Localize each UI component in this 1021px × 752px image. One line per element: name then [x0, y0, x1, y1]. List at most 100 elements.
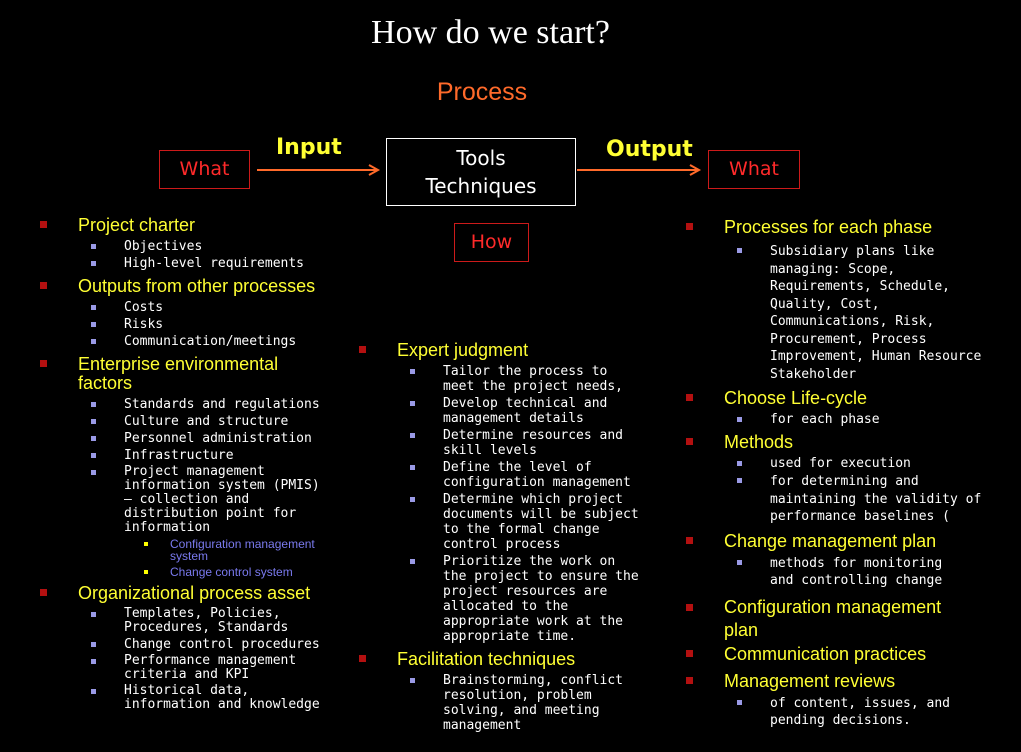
list-item-text: used for execution — [770, 456, 911, 471]
square-bullet-icon — [686, 603, 693, 611]
small-square-bullet-icon — [410, 433, 415, 438]
list-item: Change control system — [124, 566, 340, 578]
list-item: Infrastructure — [78, 448, 340, 463]
list-item-text: of content, issues, and pending decision… — [770, 695, 951, 729]
small-square-bullet-icon — [91, 339, 96, 344]
list-item: for determining and maintaining the vali… — [724, 473, 1006, 526]
techniques-label: Techniques — [425, 174, 537, 198]
list-item: Change management plan methods for monit… — [686, 531, 1006, 590]
list-item: Outputs from other processes Costs Risks… — [40, 277, 340, 349]
list-item-text: Costs — [124, 300, 164, 315]
list-item-text: Tailor the process to meet the project n… — [443, 364, 624, 394]
small-square-bullet-icon — [410, 465, 415, 470]
small-square-bullet-icon — [410, 369, 415, 374]
list-item-text: Subsidiary plans like managing: Scope, R… — [770, 244, 982, 382]
output-heading: Processes for each phase — [724, 217, 933, 237]
tiny-square-bullet-icon — [144, 570, 148, 574]
small-square-bullet-icon — [410, 559, 415, 564]
list-item-text: Risks — [124, 317, 164, 332]
small-square-bullet-icon — [410, 497, 415, 502]
small-square-bullet-icon — [91, 642, 96, 647]
tool-heading: Expert judgment — [397, 340, 529, 360]
list-item: Objectives — [78, 239, 340, 254]
small-square-bullet-icon — [737, 478, 742, 483]
list-item: Subsidiary plans like managing: Scope, R… — [724, 243, 1006, 383]
what-output-box: What — [708, 150, 800, 189]
list-item: Historical data, information and knowled… — [78, 684, 340, 712]
small-square-bullet-icon — [410, 678, 415, 683]
square-bullet-icon — [40, 589, 47, 596]
square-bullet-icon — [40, 282, 47, 289]
small-square-bullet-icon — [91, 612, 96, 617]
list-item-text: Infrastructure — [124, 448, 234, 463]
small-square-bullet-icon — [737, 417, 742, 422]
list-item: Project management information system (P… — [78, 465, 340, 578]
input-heading: Organizational process asset — [78, 583, 311, 603]
small-square-bullet-icon — [410, 401, 415, 406]
list-item-text: for determining and maintaining the vali… — [770, 474, 982, 524]
list-item: High-level requirements — [78, 256, 340, 271]
how-box: How — [454, 223, 529, 262]
list-item-text: Brainstorming, conflict resolution, prob… — [443, 673, 624, 733]
square-bullet-icon — [686, 676, 693, 684]
output-label: Output — [606, 137, 693, 162]
small-square-bullet-icon — [737, 699, 742, 705]
list-item: Configuration management plan — [686, 596, 1006, 642]
list-item: Determine resources and skill levels — [397, 428, 659, 458]
output-heading: Choose Life-cycle — [724, 388, 868, 408]
square-bullet-icon — [40, 221, 47, 228]
square-bullet-icon — [686, 394, 693, 401]
list-item: Methods used for execution for determini… — [686, 433, 1006, 526]
list-item-text: Standards and regulations — [124, 397, 320, 412]
list-item: Brainstorming, conflict resolution, prob… — [397, 673, 659, 733]
list-item: Change control procedures — [78, 637, 340, 652]
tiny-square-bullet-icon — [144, 542, 148, 546]
small-square-bullet-icon — [91, 305, 96, 310]
list-item: Prioritize the work on the project to en… — [397, 554, 659, 644]
list-item-text: High-level requirements — [124, 256, 305, 271]
input-heading: Enterprise environmental factors — [78, 354, 279, 393]
output-heading: Communication practices — [724, 643, 927, 664]
list-item-text: Prioritize the work on the project to en… — [443, 554, 639, 644]
list-item-text: methods for monitoring and controlling c… — [770, 555, 943, 589]
list-item-text: Culture and structure — [124, 414, 289, 429]
small-square-bullet-icon — [91, 244, 96, 249]
square-bullet-icon — [359, 346, 366, 353]
list-item-text: Determine which project documents will b… — [443, 492, 639, 552]
outputs-column: Processes for each phase Subsidiary plan… — [686, 218, 1006, 736]
tools-techniques-box: Tools Techniques — [386, 138, 576, 206]
what-input-box: What — [159, 150, 250, 189]
list-item: Facilitation techniques Brainstorming, c… — [359, 650, 659, 733]
output-arrow-icon — [577, 164, 702, 176]
small-square-bullet-icon — [91, 261, 96, 266]
list-item: of content, issues, and pending decision… — [724, 695, 1006, 730]
square-bullet-icon — [686, 223, 693, 230]
list-item: for each phase — [724, 412, 1006, 427]
list-item: Communication practices — [686, 643, 1006, 664]
list-item-text: Change control procedures — [124, 637, 320, 652]
list-item-text: Objectives — [124, 239, 203, 254]
list-item: Management reviews of content, issues, a… — [686, 671, 1006, 730]
list-item-text: Define the level of configuration manage… — [443, 460, 631, 490]
list-item: Culture and structure — [78, 414, 340, 429]
square-bullet-icon — [686, 536, 693, 544]
list-item: Performance management criteria and KPI — [78, 654, 340, 682]
list-item: Personnel administration — [78, 431, 340, 446]
list-item: Define the level of configuration manage… — [397, 460, 659, 490]
list-item-text: Personnel administration — [124, 431, 312, 446]
list-item-text: Project management information system (P… — [124, 464, 320, 535]
small-square-bullet-icon — [91, 453, 96, 458]
list-item: Develop technical and management details — [397, 396, 659, 426]
small-square-bullet-icon — [91, 322, 96, 327]
list-item-text: Determine resources and skill levels — [443, 428, 624, 458]
list-item: Enterprise environmental factors Standar… — [40, 355, 340, 578]
list-item-text: Performance management criteria and KPI — [124, 653, 297, 682]
list-item: Communication/meetings — [78, 334, 340, 349]
page-title: How do we start? — [371, 14, 610, 51]
small-square-bullet-icon — [91, 689, 96, 694]
list-item: Costs — [78, 300, 340, 315]
list-item-text: Templates, Policies, Procedures, Standar… — [124, 606, 289, 635]
list-item-text: for each phase — [770, 412, 880, 427]
list-item: Standards and regulations — [78, 397, 340, 412]
list-item: Templates, Policies, Procedures, Standar… — [78, 607, 340, 635]
